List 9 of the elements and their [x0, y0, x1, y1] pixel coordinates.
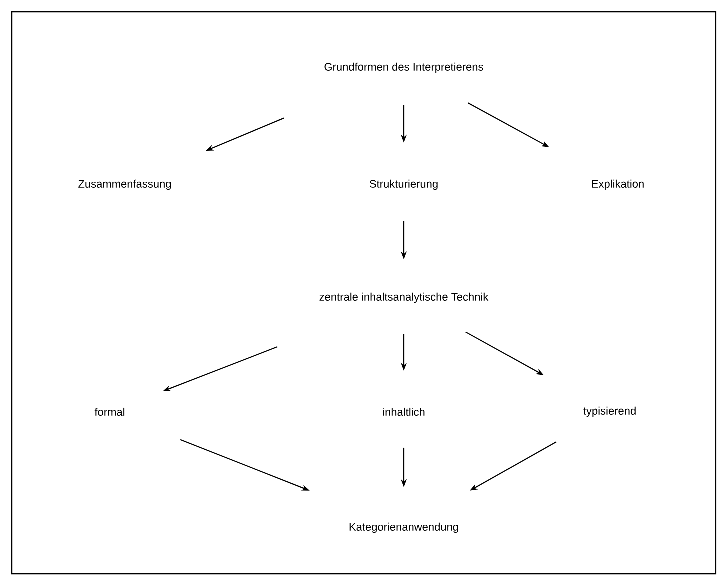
node-label: typisierend	[584, 406, 636, 418]
node-label: inhaltlich	[383, 408, 425, 416]
node-label: formal	[94, 408, 125, 416]
node-label: Kategorienanwendung	[350, 522, 458, 534]
node-label: zentrale inhaltsanalytische Technik	[320, 292, 489, 304]
node-label: Zusammenfassung	[78, 180, 172, 190]
node-label: Strukturierung	[370, 180, 438, 190]
node-label: Grundformen des Interpretierens	[324, 62, 484, 74]
node-label: Explikation	[592, 180, 644, 190]
